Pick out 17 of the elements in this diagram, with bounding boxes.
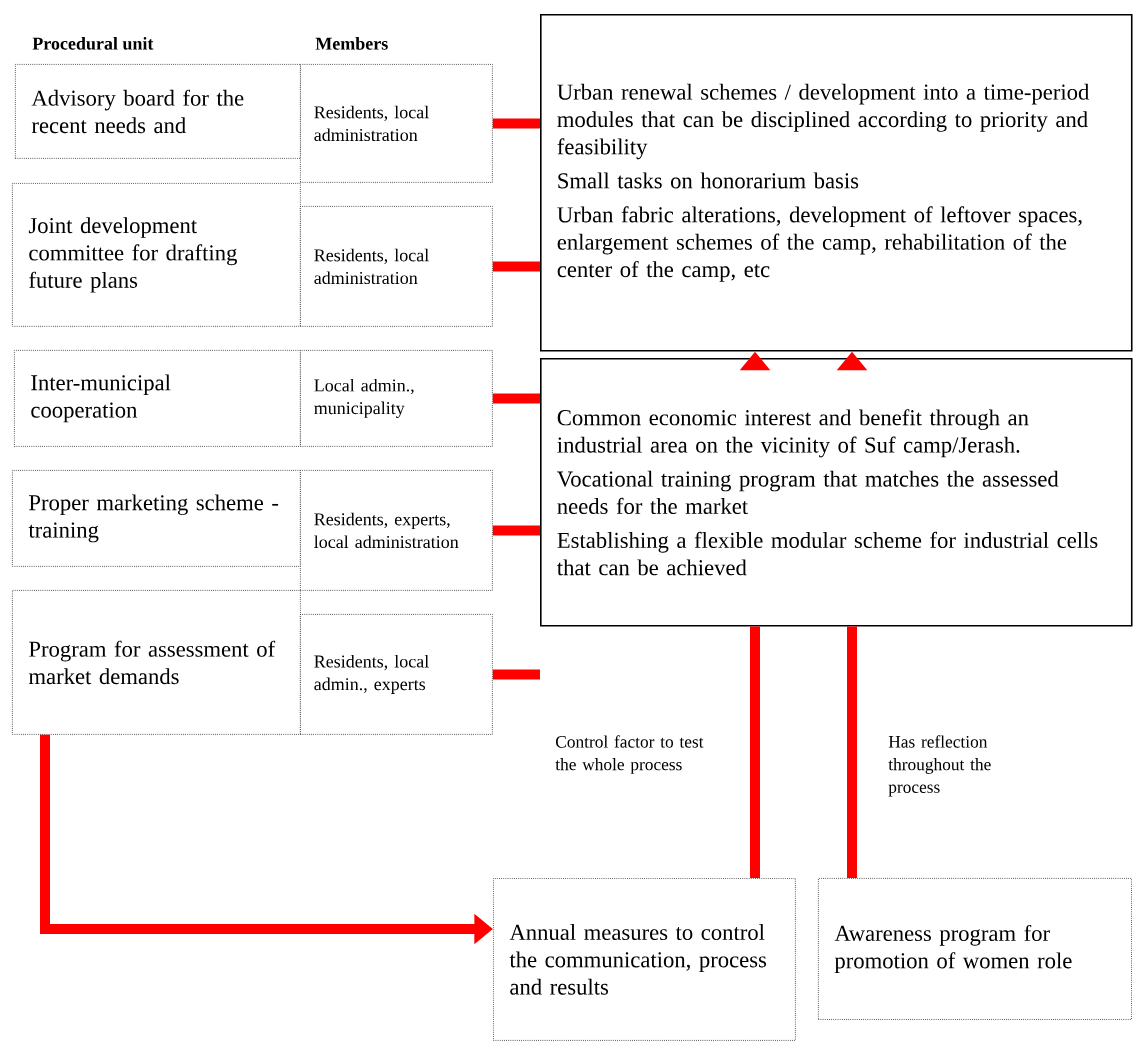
- members-box: Residents, local administration: [300, 64, 493, 183]
- members-box: Residents, experts, local administration: [300, 470, 493, 591]
- outcome-box: Common economic interest and benefit through an industrial area on the vicinity of Suf camp/Jerash. Vocational training program that matches the assessed needs for the market Establishing a flexible modular scheme for industrial cells that can be achieved: [540, 358, 1133, 627]
- program-box: Annual measures to control the communication, process and results: [493, 878, 796, 1041]
- program-box: Awareness program for promotion of women role: [818, 878, 1132, 1020]
- procedural-unit-box: Joint development committee for drafting future plans: [12, 183, 301, 327]
- edge-label: Has reflection throughout the process: [888, 735, 991, 797]
- edge-label: Control factor to test the whole process: [555, 735, 704, 774]
- column-heading: Members: [315, 37, 388, 50]
- procedural-unit-box: Proper marketing scheme - training: [12, 470, 301, 567]
- members-box: Local admin., municipality: [300, 350, 493, 447]
- procedural-unit-box: Inter-municipal cooperation: [14, 350, 301, 447]
- members-box: Residents, local administration: [300, 206, 493, 327]
- members-box: Residents, local admin., experts: [300, 614, 493, 735]
- outcome-box: Urban renewal schemes / development into a time-period modules that can be disciplined according to priority and feasibility Small tasks on honorarium basis Urban fabric alterations, development of leftover spaces, enlargement schemes of the camp, rehabilitation of the center of the camp, etc: [540, 14, 1133, 352]
- procedural-unit-box: Program for assessment of market demands: [12, 590, 301, 735]
- procedural-unit-box: Advisory board for the recent needs and: [15, 64, 301, 159]
